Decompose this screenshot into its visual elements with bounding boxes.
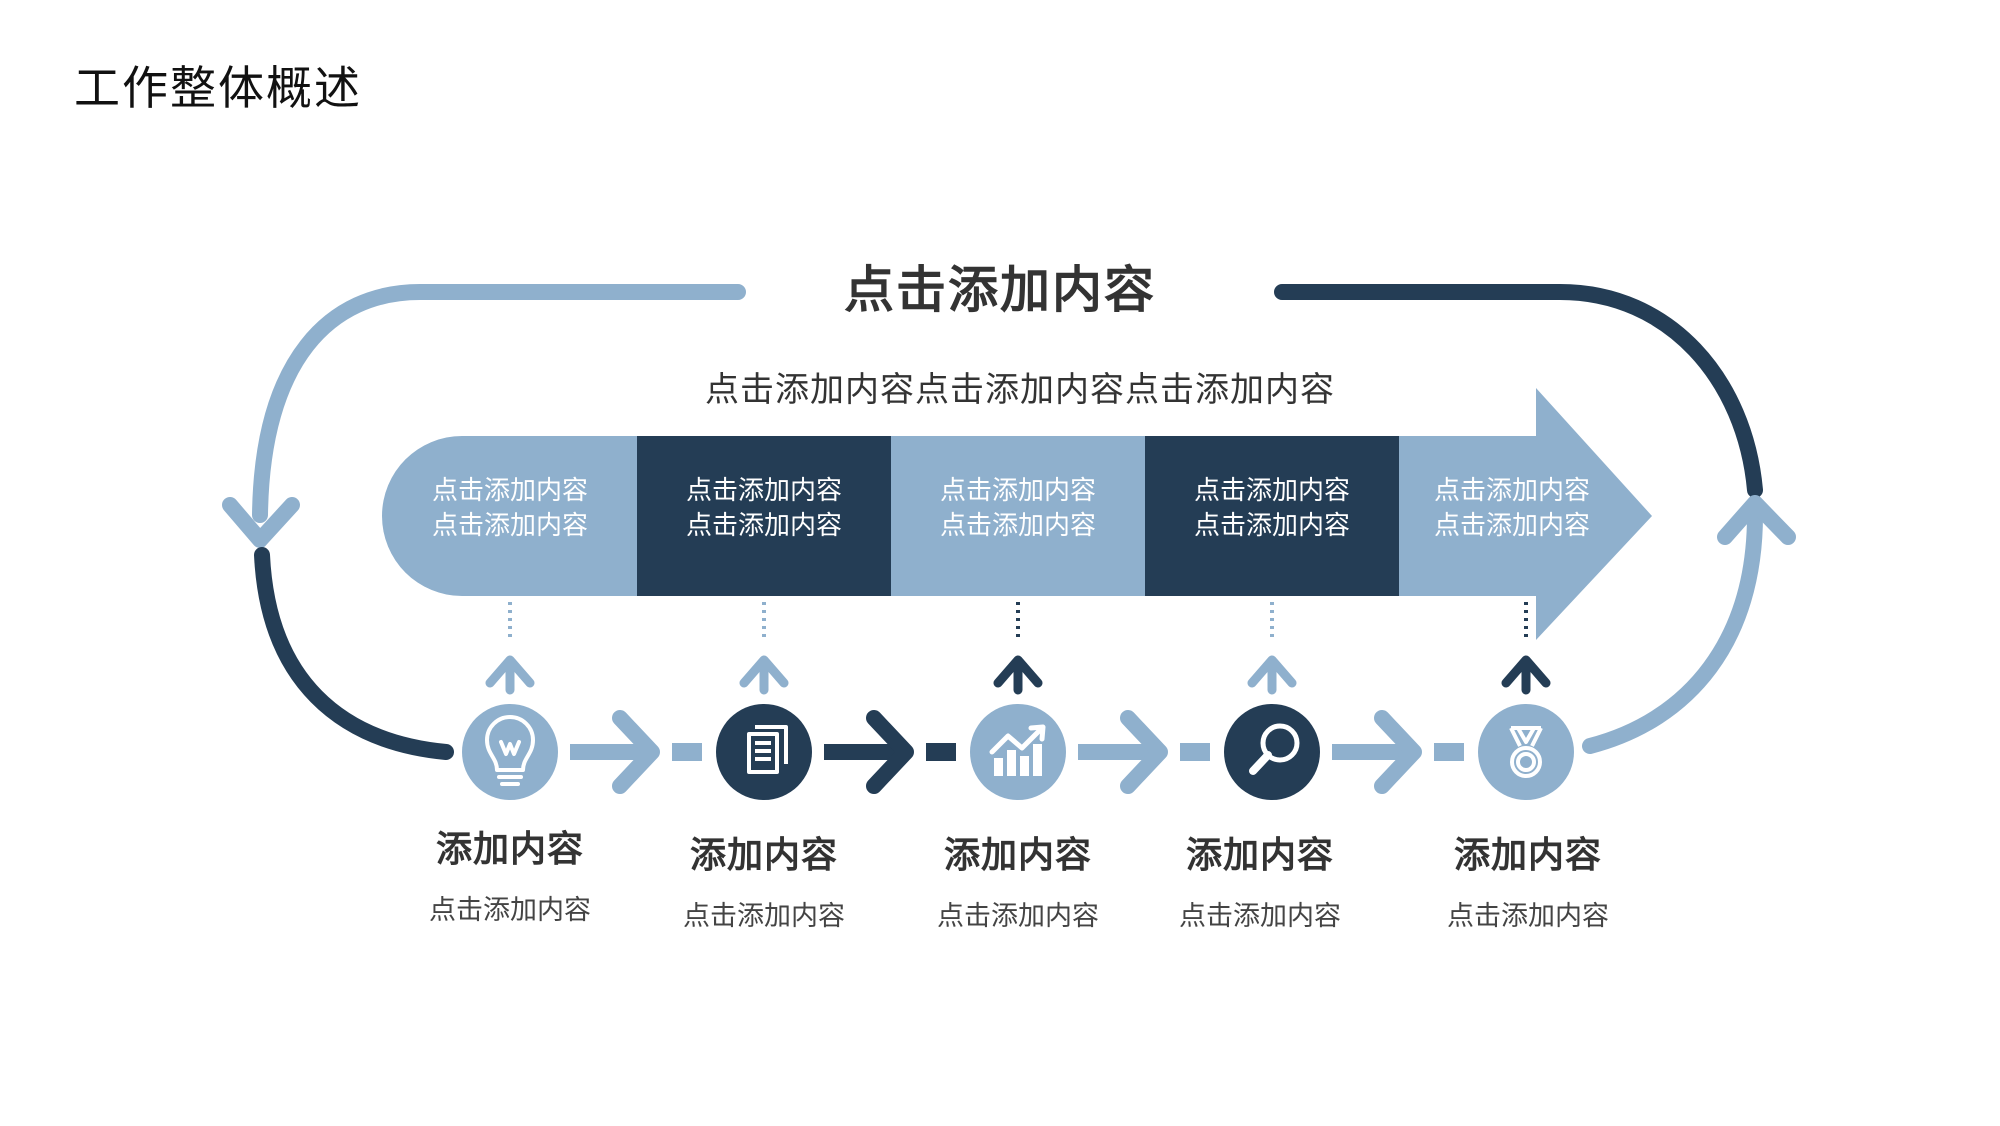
segment-line: 点击添加内容	[1433, 476, 1590, 506]
segment-line: 点击添加内容	[1433, 511, 1590, 541]
banner-segment-5-text: 点击添加内容 点击添加内容	[1392, 474, 1632, 554]
medal-icon	[1509, 726, 1543, 778]
flow-arrow-4-5	[1332, 710, 1464, 794]
bottom-left-loop-arc	[254, 547, 454, 760]
main-heading: 点击添加内容	[844, 261, 1156, 319]
segment-line: 点击添加内容	[431, 476, 588, 506]
loop-arrowhead-up-icon	[1717, 495, 1796, 545]
step-1-title: 添加内容	[435, 829, 584, 870]
segment-line: 点击添加内容	[939, 511, 1096, 541]
banner-segment-4	[1145, 436, 1399, 596]
segment-line: 点击添加内容	[1193, 476, 1350, 506]
connector-5	[1501, 602, 1551, 695]
step-4-title: 添加内容	[1185, 835, 1334, 876]
banner-segment-2	[637, 436, 891, 596]
banner-segment-1	[382, 436, 637, 596]
segment-line: 点击添加内容	[685, 476, 842, 506]
flow-arrow-2-3	[824, 710, 956, 794]
bottom-right-loop-arc	[1582, 507, 1763, 754]
step-2-title: 添加内容	[689, 835, 838, 876]
segment-line: 点击添加内容	[685, 511, 842, 541]
connector-4	[1247, 602, 1297, 695]
connector-3	[993, 602, 1043, 695]
step-circle-3	[970, 704, 1066, 800]
top-right-loop-arc	[1274, 284, 1763, 498]
step-circle-5	[1478, 704, 1574, 800]
banner-segment-4-text: 点击添加内容 点击添加内容	[1152, 474, 1392, 554]
step-5-title: 添加内容	[1453, 835, 1602, 876]
step-2-desc: 点击添加内容	[683, 901, 845, 932]
page-title: 工作整体概述	[74, 61, 362, 115]
banner-segment-3	[891, 436, 1145, 596]
banner-segment-3-text: 点击添加内容 点击添加内容	[898, 474, 1138, 554]
segment-line: 点击添加内容	[1193, 511, 1350, 541]
lightbulb-icon	[485, 715, 535, 786]
banner-segment-2-text: 点击添加内容 点击添加内容	[644, 474, 884, 554]
step-circle-4	[1224, 704, 1320, 800]
step-4-desc: 点击添加内容	[1179, 901, 1341, 932]
document-icon	[747, 725, 788, 774]
growth-chart-icon	[989, 724, 1046, 776]
segment-line: 点击添加内容	[431, 511, 588, 541]
step-3-title: 添加内容	[943, 835, 1092, 876]
loop-arrowhead-down-icon	[222, 497, 300, 548]
magnifier-icon	[1249, 723, 1300, 775]
step-circle-2	[716, 704, 812, 800]
connector-2	[739, 602, 789, 695]
banner-segment-1-text: 点击添加内容 点击添加内容	[390, 474, 630, 554]
sub-heading: 点击添加内容点击添加内容点击添加内容	[705, 370, 1335, 410]
segment-line: 点击添加内容	[939, 476, 1096, 506]
banner-segment-5-arrowhead	[1399, 388, 1652, 640]
step-5-desc: 点击添加内容	[1447, 901, 1609, 932]
connector-1	[485, 602, 535, 695]
step-3-desc: 点击添加内容	[937, 901, 1099, 932]
top-left-loop-arc	[252, 284, 746, 523]
step-1-desc: 点击添加内容	[429, 895, 591, 926]
flow-arrow-3-4	[1078, 710, 1210, 794]
flow-arrow-1-2	[570, 710, 702, 794]
step-circle-1	[462, 704, 558, 800]
